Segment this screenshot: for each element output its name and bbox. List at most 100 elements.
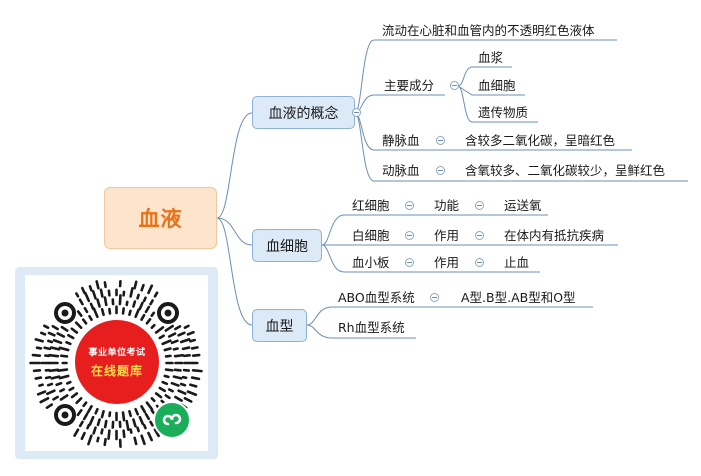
qr-dash [161,339,172,346]
qr-dash [75,292,80,298]
qr-dash [163,374,170,379]
qr-dash [170,339,179,345]
qr-dash [190,346,199,350]
collapse-toggle-icon[interactable] [405,231,414,240]
qr-dash [52,338,63,345]
collapse-toggle-icon[interactable] [430,293,439,302]
qr-dash [74,321,83,329]
qr-dash [179,382,187,387]
qr-dash [179,338,191,344]
qr-dash [39,396,50,404]
qr-dash [70,327,79,334]
qr-dash [73,428,80,437]
qr-dash [43,324,50,330]
qr-dash [164,324,174,332]
collapse-toggle-icon[interactable] [450,81,459,90]
branch-blood-cells[interactable]: 血细胞 [252,229,322,262]
qr-dash [103,281,107,289]
qr-dash [150,397,156,403]
qr-dash [56,368,69,372]
root-node[interactable]: 血液 [104,187,217,249]
qr-dash [49,346,61,351]
qr-dash [121,411,126,422]
qr-dash [86,423,91,430]
qr-dash [76,310,83,317]
qr-dash [140,434,146,446]
branch-blood-concept[interactable]: 血液的概念 [252,96,355,129]
qr-dash [59,394,69,401]
qr-dash [173,368,182,372]
qr-dash [108,307,112,315]
cell-name: 白细胞 [352,228,390,243]
qr-dash [88,415,95,426]
qr-dash [35,346,43,350]
qr-dash [164,394,171,400]
qr-dash [182,354,191,358]
qr-dash [51,324,59,331]
qr-dash [145,317,152,325]
qr-dash [46,382,54,387]
qr-dash [122,429,126,439]
qr-dash [46,389,56,396]
qr-dash [34,338,44,343]
collapse-toggle-icon[interactable] [436,166,445,175]
qr-dash [118,294,122,306]
qr-dash [107,429,111,440]
qr-dash [154,392,163,399]
branch-blood-type[interactable]: 血型 [252,309,307,342]
vein-blood-desc: 含较多二氧化碳，呈暗红色 [465,133,616,148]
qr-dash [177,389,187,395]
qr-dash [149,420,154,427]
collapse-toggle-icon[interactable] [475,231,484,240]
qr-dash [39,331,47,336]
qr-center-badge: 事业单位考试 在线题库 [72,317,162,407]
qr-dash [158,334,165,340]
qr-dash [70,392,79,399]
artery-blood-label: 动脉血 [382,163,420,178]
qr-dash [138,415,144,425]
qr-dash [76,409,83,417]
qr-dash [163,347,172,352]
qr-dash [172,347,179,351]
qr-dash [129,287,134,298]
qr-dash [81,318,88,325]
main-components-label: 主要成分 [384,78,435,93]
qr-dash [96,436,100,443]
collapse-toggle-icon[interactable] [475,258,484,267]
qr-dash [136,426,140,433]
qr-dash [56,332,66,338]
qr-dash [129,428,133,434]
qr-dash [100,307,105,317]
qr-dash [128,409,132,418]
collapse-toggle-icon[interactable] [405,201,414,210]
qr-dash [92,426,97,435]
qr-dash [48,368,60,373]
mini-program-icon [153,401,191,439]
collapse-toggle-icon[interactable] [352,108,361,117]
qr-dash [189,338,197,343]
qr-dash [181,375,188,380]
concept-definition: 流动在心脏和血管内的不透明红色液体 [382,23,595,38]
cell-key: 作用 [434,228,460,243]
component-item: 遗传物质 [478,105,529,120]
qr-dash [191,369,203,373]
qr-dash [65,380,72,385]
qr-dash [183,396,193,403]
qr-dash [150,311,156,317]
qr-dash [34,376,43,380]
qr-dash [172,375,183,380]
collapse-toggle-icon[interactable] [436,136,445,145]
qr-dash [47,339,54,344]
collapse-toggle-icon[interactable] [405,258,414,267]
qr-dash [94,407,99,415]
cell-value: 止血 [504,255,530,270]
qr-dash [91,290,97,300]
collapse-toggle-icon[interactable] [475,201,484,210]
qr-dash [128,309,132,317]
qr-dash [147,284,154,295]
qr-dash [164,368,174,372]
qr-dash [181,346,191,351]
qr-dash [100,409,105,419]
qr-dash [86,405,93,414]
qr-dash [133,280,138,290]
